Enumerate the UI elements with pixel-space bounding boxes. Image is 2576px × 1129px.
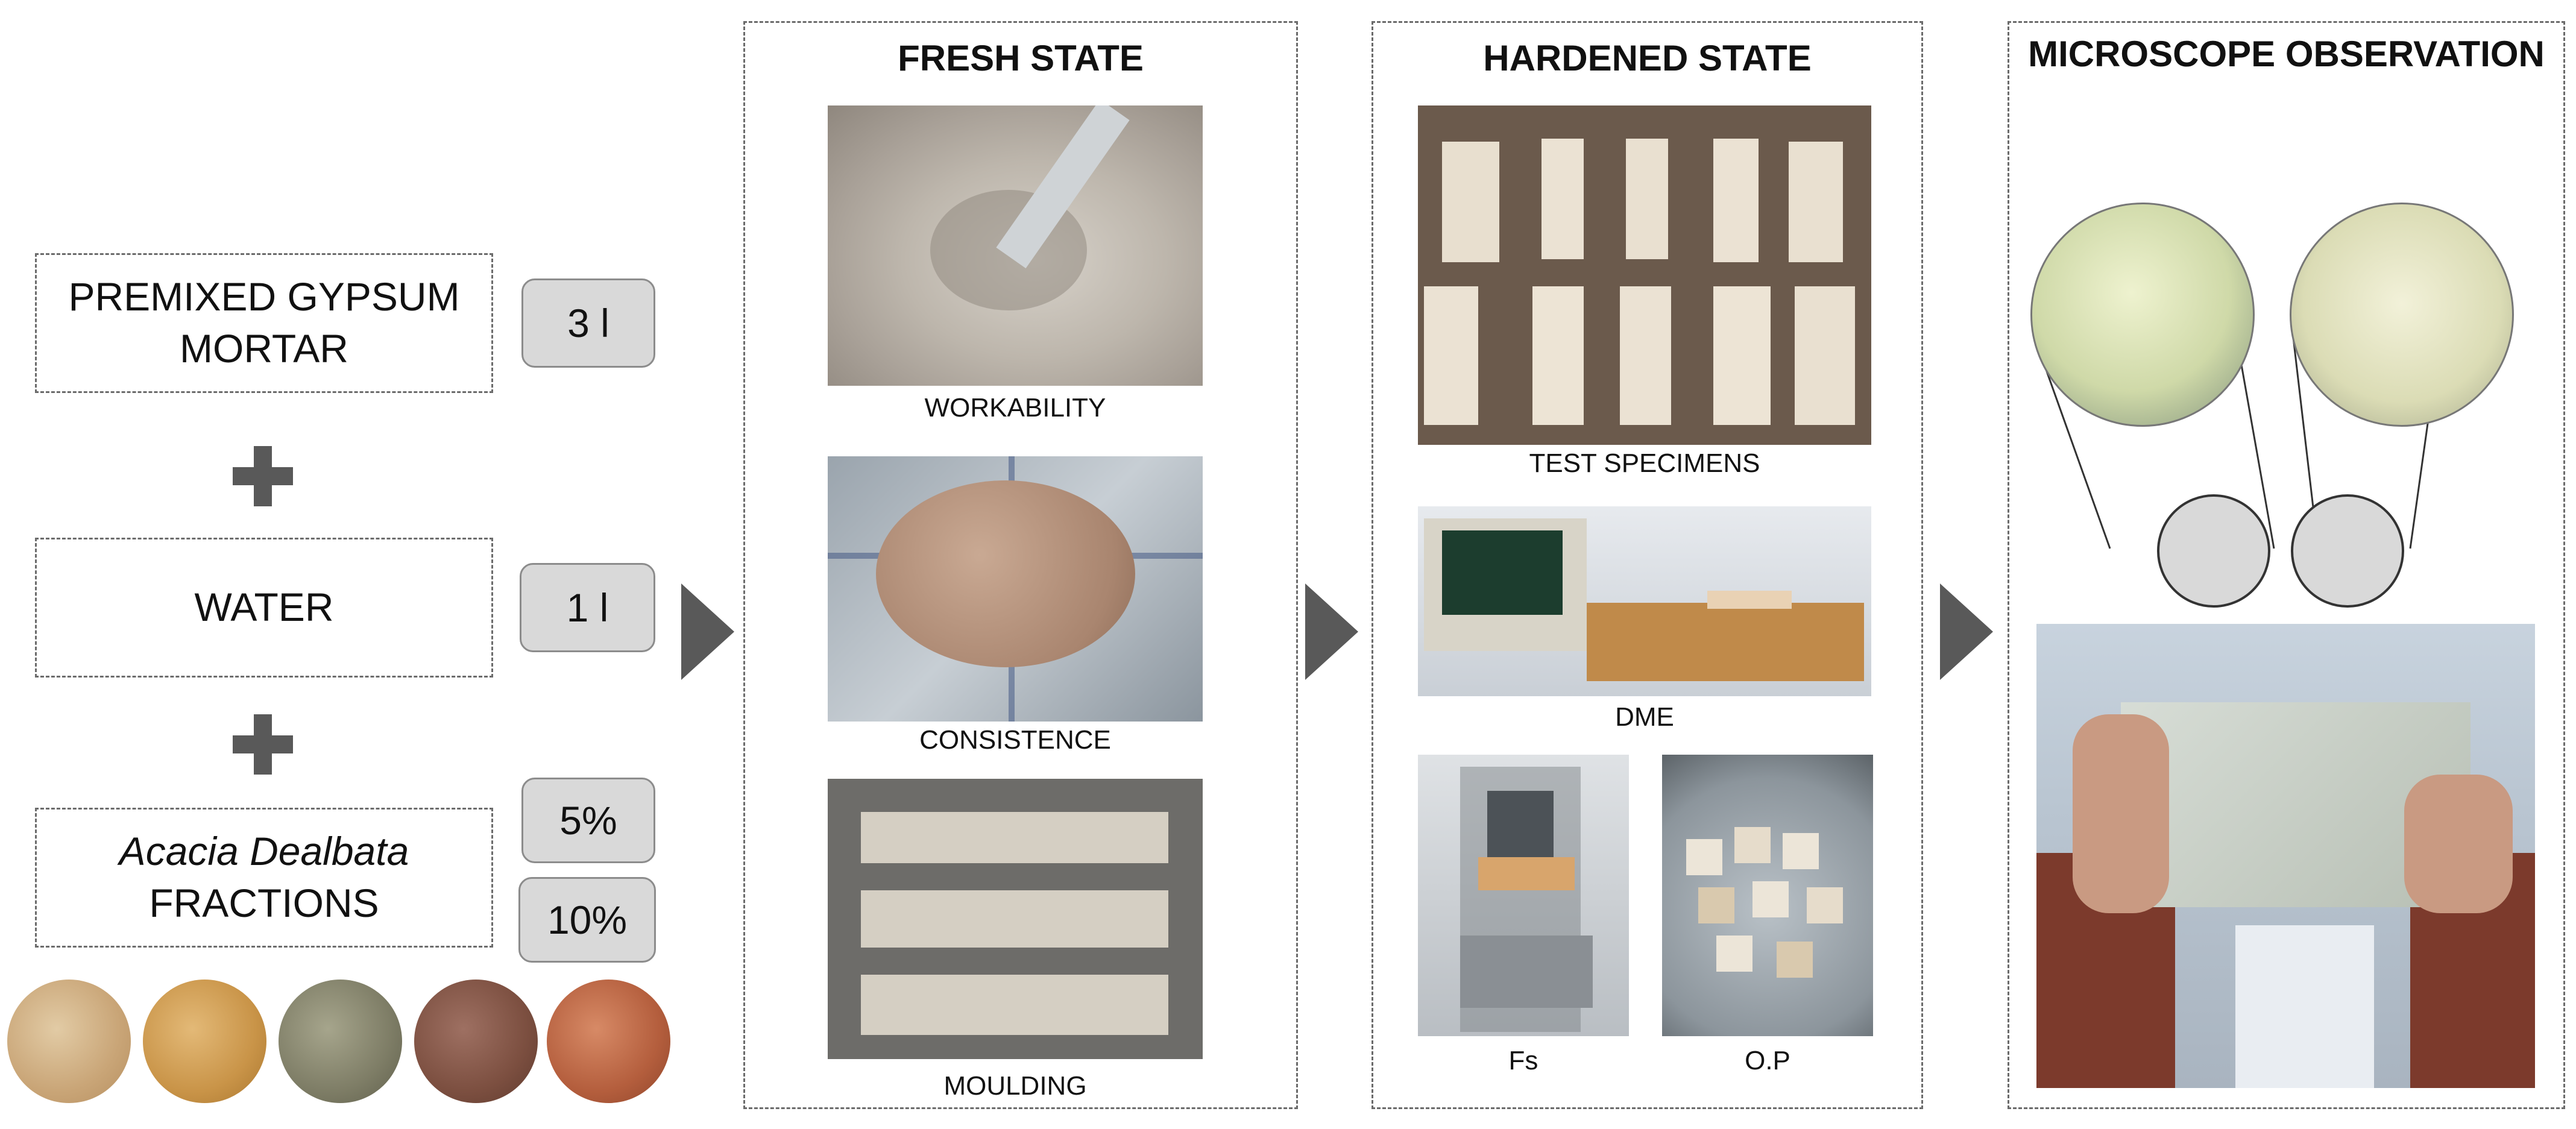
microscope-observation-title: MICROSCOPE OBSERVATION: [2028, 34, 2545, 74]
arrow-right-icon: [1940, 583, 1993, 680]
acacia-amount-10-badge: 10%: [518, 877, 656, 963]
arrow-right-icon: [681, 583, 734, 680]
gypsum-mortar-box: PREMIXED GYPSUM MORTAR: [35, 253, 493, 393]
test-specimens-caption: TEST SPECIMENS: [1529, 448, 1760, 478]
acacia-label-line1: Acacia Dealbata: [119, 829, 409, 874]
fraction-sample-3-image: [279, 980, 402, 1103]
gypsum-label-line2: MORTAR: [180, 326, 348, 371]
sample-area-1-marker: [2157, 494, 2270, 608]
fraction-sample-1-image: [7, 980, 131, 1103]
water-amount-badge: 1 l: [520, 563, 655, 652]
acacia-amount-5-badge: 5%: [521, 778, 655, 863]
acacia-label-line2: FRACTIONS: [149, 881, 379, 925]
op-caption: O.P: [1745, 1046, 1790, 1075]
water-box: WATER: [35, 538, 493, 678]
hardened-state-title: HARDENED STATE: [1483, 38, 1812, 78]
water-label: WATER: [194, 585, 334, 630]
consistence-photo: [828, 456, 1203, 722]
acacia-fractions-box: Acacia Dealbata FRACTIONS: [35, 808, 493, 948]
plus-icon: [233, 446, 293, 506]
microscope-observation-panel: [2008, 21, 2565, 1109]
workability-photo: [828, 105, 1203, 386]
dme-photo: [1418, 506, 1871, 696]
fraction-sample-5-image: [547, 980, 670, 1103]
hardened-state-panel: [1371, 21, 1923, 1109]
gypsum-label-line1: PREMIXED GYPSUM: [68, 274, 460, 319]
open-porosity-photo: [1662, 755, 1873, 1036]
fraction-sample-2-image: [143, 980, 266, 1103]
specimen-in-hands-photo: [2036, 624, 2535, 1088]
gypsum-amount-badge: 3 l: [521, 278, 655, 368]
consistence-caption: CONSISTENCE: [919, 725, 1111, 755]
fraction-sample-4-image: [414, 980, 538, 1103]
plus-icon: [233, 714, 293, 775]
arrow-right-icon: [1305, 583, 1358, 680]
fresh-state-panel: [743, 21, 1298, 1109]
test-specimens-photo: [1418, 105, 1871, 445]
moulding-caption: MOULDING: [943, 1071, 1087, 1101]
moulding-photo: [828, 779, 1203, 1059]
micrograph-2-image: [2290, 203, 2514, 427]
workability-caption: WORKABILITY: [924, 393, 1106, 423]
fs-caption: Fs: [1508, 1046, 1538, 1075]
fresh-state-title: FRESH STATE: [898, 38, 1144, 78]
dme-caption: DME: [1615, 702, 1674, 732]
sample-area-2-marker: [2291, 494, 2404, 608]
flexural-strength-photo: [1418, 755, 1629, 1036]
micrograph-1-image: [2030, 203, 2255, 427]
